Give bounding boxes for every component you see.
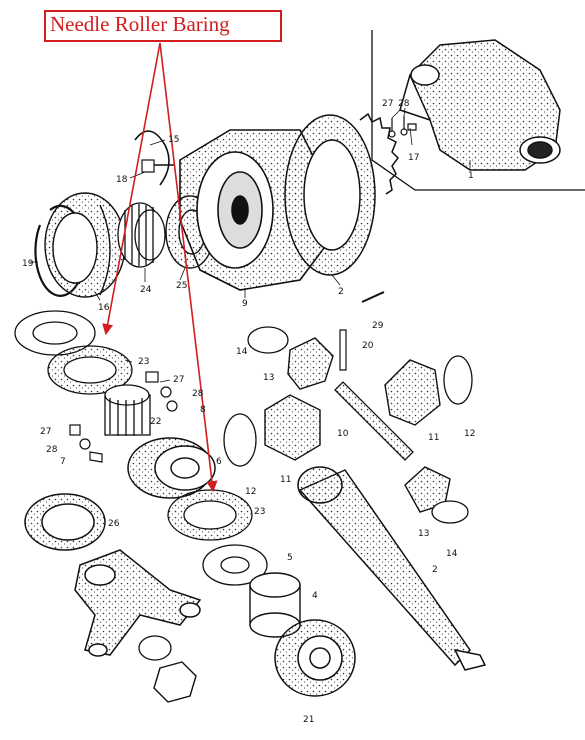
label-16: 16 bbox=[98, 303, 110, 313]
label-14-top: 14 bbox=[236, 347, 248, 357]
ball-bearing-21 bbox=[274, 619, 356, 697]
label-11-left: 11 bbox=[280, 475, 291, 485]
label-11-right: 11 bbox=[428, 433, 439, 443]
housing-bolts bbox=[388, 116, 417, 138]
label-21: 21 bbox=[303, 715, 314, 725]
washer-12-left bbox=[223, 413, 257, 467]
ball-bearing-6 bbox=[127, 437, 216, 499]
small-washer bbox=[138, 635, 172, 661]
washer-5 bbox=[202, 544, 268, 586]
pin-20 bbox=[339, 329, 347, 371]
label-2-shaft: 2 bbox=[432, 565, 438, 575]
callout-arrows bbox=[102, 42, 218, 493]
callout-label: Needle Roller Baring bbox=[50, 12, 230, 36]
label-20: 20 bbox=[362, 341, 374, 351]
gear-housing bbox=[399, 39, 561, 171]
label-10: 10 bbox=[337, 429, 349, 439]
thrust-washer-upper bbox=[14, 310, 96, 356]
label-7: 7 bbox=[60, 457, 66, 467]
label-23-upper: 23 bbox=[138, 357, 149, 367]
drive-yoke bbox=[74, 549, 202, 657]
washer-14-top bbox=[247, 326, 289, 354]
ring-gear-top bbox=[284, 112, 399, 276]
label-4: 4 bbox=[312, 591, 318, 601]
label-27-left: 27 bbox=[40, 427, 51, 437]
washer-14-low bbox=[431, 500, 469, 524]
label-1: 1 bbox=[468, 171, 474, 181]
needle-roller-bearing-lower bbox=[167, 489, 253, 541]
inset-frame bbox=[371, 30, 585, 191]
label-14-low: 14 bbox=[446, 549, 458, 559]
label-22: 22 bbox=[150, 417, 161, 427]
label-25: 25 bbox=[176, 281, 187, 291]
pin-29 bbox=[361, 291, 385, 303]
label-13-top: 13 bbox=[263, 373, 274, 383]
label-12-left: 12 bbox=[245, 487, 256, 497]
shaft-10 bbox=[334, 381, 414, 461]
label-24: 24 bbox=[140, 285, 152, 295]
spider-gear-13-top bbox=[287, 337, 334, 390]
side-gear-11-right bbox=[384, 359, 441, 426]
label-5: 5 bbox=[287, 553, 293, 563]
label-17: 17 bbox=[408, 153, 419, 163]
label-2-top: 2 bbox=[338, 287, 344, 297]
label-29: 29 bbox=[372, 321, 384, 331]
label-28-left: 28 bbox=[46, 445, 58, 455]
label-9: 9 bbox=[242, 299, 248, 309]
label-13-low: 13 bbox=[418, 529, 429, 539]
label-19: 19 bbox=[22, 259, 34, 269]
label-18: 18 bbox=[116, 175, 128, 185]
oil-seal bbox=[24, 493, 106, 551]
label-23-lower: 23 bbox=[254, 507, 265, 517]
label-26: 26 bbox=[108, 519, 120, 529]
needle-cage-mid bbox=[104, 384, 151, 436]
spider-gear-13-low bbox=[404, 466, 451, 513]
needle-roller-bearing-upper bbox=[47, 345, 133, 395]
needle-cage-top bbox=[117, 202, 166, 268]
label-27-mid: 27 bbox=[173, 375, 184, 385]
clutch-drum bbox=[44, 192, 126, 298]
castle-nut bbox=[153, 661, 197, 703]
pinion-shaft bbox=[297, 466, 487, 671]
label-12-right: 12 bbox=[464, 429, 475, 439]
leader-lines bbox=[30, 107, 471, 383]
small-bolts bbox=[69, 371, 178, 463]
side-gear-11-left bbox=[264, 394, 321, 461]
label-15: 15 bbox=[168, 135, 179, 145]
washer-12-right bbox=[443, 355, 473, 405]
label-6: 6 bbox=[216, 457, 222, 467]
label-28-top: 28 bbox=[398, 99, 410, 109]
label-28-mid: 28 bbox=[192, 389, 204, 399]
part-number-labels: 1 2 2 4 5 6 7 8 9 10 11 11 12 12 13 13 1… bbox=[22, 99, 475, 725]
label-27-top: 27 bbox=[382, 99, 393, 109]
callout-box bbox=[44, 10, 282, 42]
label-8: 8 bbox=[200, 405, 206, 415]
